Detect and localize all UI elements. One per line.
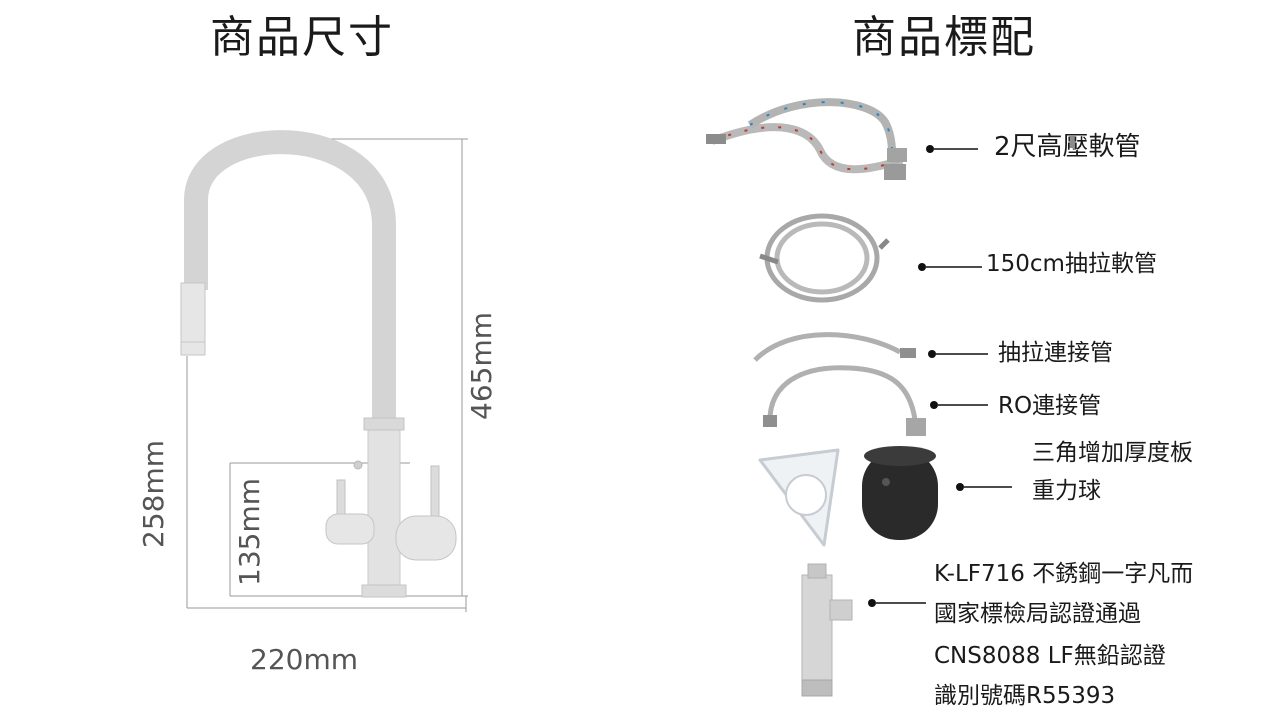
right-handle <box>395 515 457 561</box>
gooseneck-spout <box>184 130 396 420</box>
contents-title: 商品標配 <box>852 12 1036 63</box>
valve-certification-label: 國家標檢局認證通過 <box>934 601 1141 627</box>
weight-ball-label: 重力球 <box>1032 478 1101 504</box>
reach-label: 220mm <box>250 643 358 676</box>
dimensions-title: 商品尺寸 <box>210 12 394 63</box>
pullout-hose-label: 150cm抽拉軟管 <box>986 251 1157 277</box>
stainless-valve-icon <box>801 563 853 697</box>
valve-model-label: K-LF716 不銹鋼一字凡而 <box>934 561 1194 587</box>
valve-cns-label: CNS8088 LF無鉛認證 <box>934 643 1166 669</box>
valve-id-label: 識別號碼R55393 <box>934 683 1116 709</box>
triangle-plate-and-weight-ball-icon <box>758 446 938 547</box>
ro-connector-label: RO連接管 <box>998 393 1102 419</box>
braided-hose-pair-icon <box>706 98 907 180</box>
ro-connector-hose-icon <box>763 365 926 436</box>
braided-hose-label: 2尺高壓軟管 <box>994 132 1141 162</box>
pull-connector-label: 抽拉連接管 <box>998 340 1113 366</box>
triangle-plate-label: 三角增加厚度板 <box>1032 440 1193 466</box>
pullout-hose-icon <box>759 213 890 303</box>
faucet-body <box>367 417 401 595</box>
left-handle <box>325 513 375 545</box>
pull-connector-hose-icon <box>753 332 916 362</box>
faucet-base <box>361 584 407 598</box>
spray-head <box>180 282 206 356</box>
